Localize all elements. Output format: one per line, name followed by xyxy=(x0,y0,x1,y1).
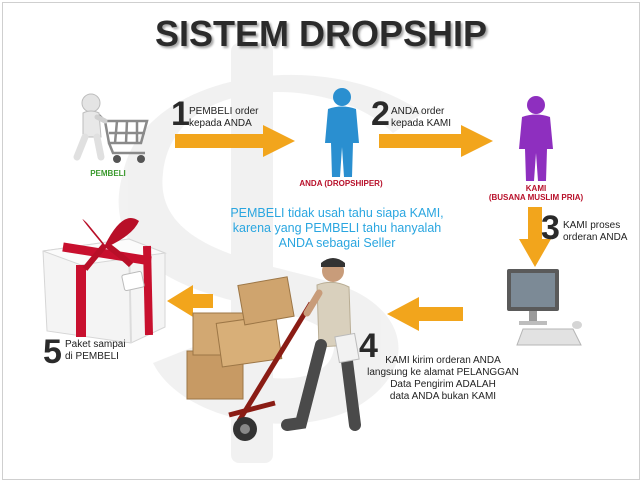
step-3-line-2: orderan ANDA xyxy=(563,232,628,243)
step-2-number: 2 xyxy=(371,95,390,133)
arrow-right-icon xyxy=(379,125,493,157)
dropshipper-label: ANDA (DROPSHIPER) xyxy=(299,179,383,188)
step-3-number: 3 xyxy=(541,209,560,247)
supplier-label-line-2: (BUSANA MUSLIM PRIA) xyxy=(488,193,584,202)
step-5-line-1: Paket sampai xyxy=(65,339,126,350)
step-4-line-3: Data Pengirim ADALAH xyxy=(390,379,496,390)
delivery-man-icon xyxy=(186,258,361,441)
step-4-line-2: langsung ke alamat PELANGGAN xyxy=(367,367,519,378)
arrow-left-icon xyxy=(167,285,213,317)
shopping-cart-person-icon xyxy=(73,93,149,163)
step-2-text: ANDA order kepada KAMI xyxy=(391,106,451,130)
step-4-line-1: KAMI kirim orderan ANDA xyxy=(385,355,501,366)
supplier-label: KAMI (BUSANA MUSLIM PRIA) xyxy=(471,184,601,202)
diagram-title: SISTEM DROPSHIP xyxy=(154,13,488,54)
arrow-right-icon xyxy=(175,125,295,157)
step-1-line-2: kepada ANDA xyxy=(189,118,252,129)
step-5-number: 5 xyxy=(43,333,62,371)
buyer-label: PEMBELI xyxy=(90,169,126,178)
arrow-down-icon xyxy=(519,207,551,267)
step-5-line-2: di PEMBELI xyxy=(65,351,119,362)
gift-box-icon xyxy=(42,218,167,344)
step-1-number: 1 xyxy=(171,95,190,133)
step-4-number: 4 xyxy=(359,327,378,365)
center-message: PEMBELI tidak usah tahu siapa KAMI, kare… xyxy=(207,206,467,251)
arrow-left-icon xyxy=(387,297,463,331)
center-message-line-3: ANDA sebagai Seller xyxy=(278,236,396,250)
step-5-text: Paket sampai di PEMBELI xyxy=(65,339,126,363)
step-4-text: KAMI kirim orderan ANDA langsung ke alam… xyxy=(363,355,523,403)
supplier-label-line-1: KAMI xyxy=(525,184,547,193)
supplier-figure-icon xyxy=(519,96,553,181)
step-2-line-1: ANDA order xyxy=(391,106,445,117)
step-3-text: KAMI proses orderan ANDA xyxy=(563,220,627,244)
step-1-line-1: PEMBELI order xyxy=(189,106,259,117)
dropshipper-figure-icon xyxy=(325,88,359,177)
step-3-line-1: KAMI proses xyxy=(563,220,621,231)
step-2-line-2: kepada KAMI xyxy=(391,118,452,129)
center-message-line-2: karena yang PEMBELI tahu hanyalah xyxy=(232,221,442,235)
step-1-text: PEMBELI order kepada ANDA xyxy=(189,106,258,130)
computer-icon xyxy=(507,269,582,346)
step-4-line-4: data ANDA bukan KAMI xyxy=(389,391,497,402)
center-message-line-1: PEMBELI tidak usah tahu siapa KAMI, xyxy=(230,206,444,220)
